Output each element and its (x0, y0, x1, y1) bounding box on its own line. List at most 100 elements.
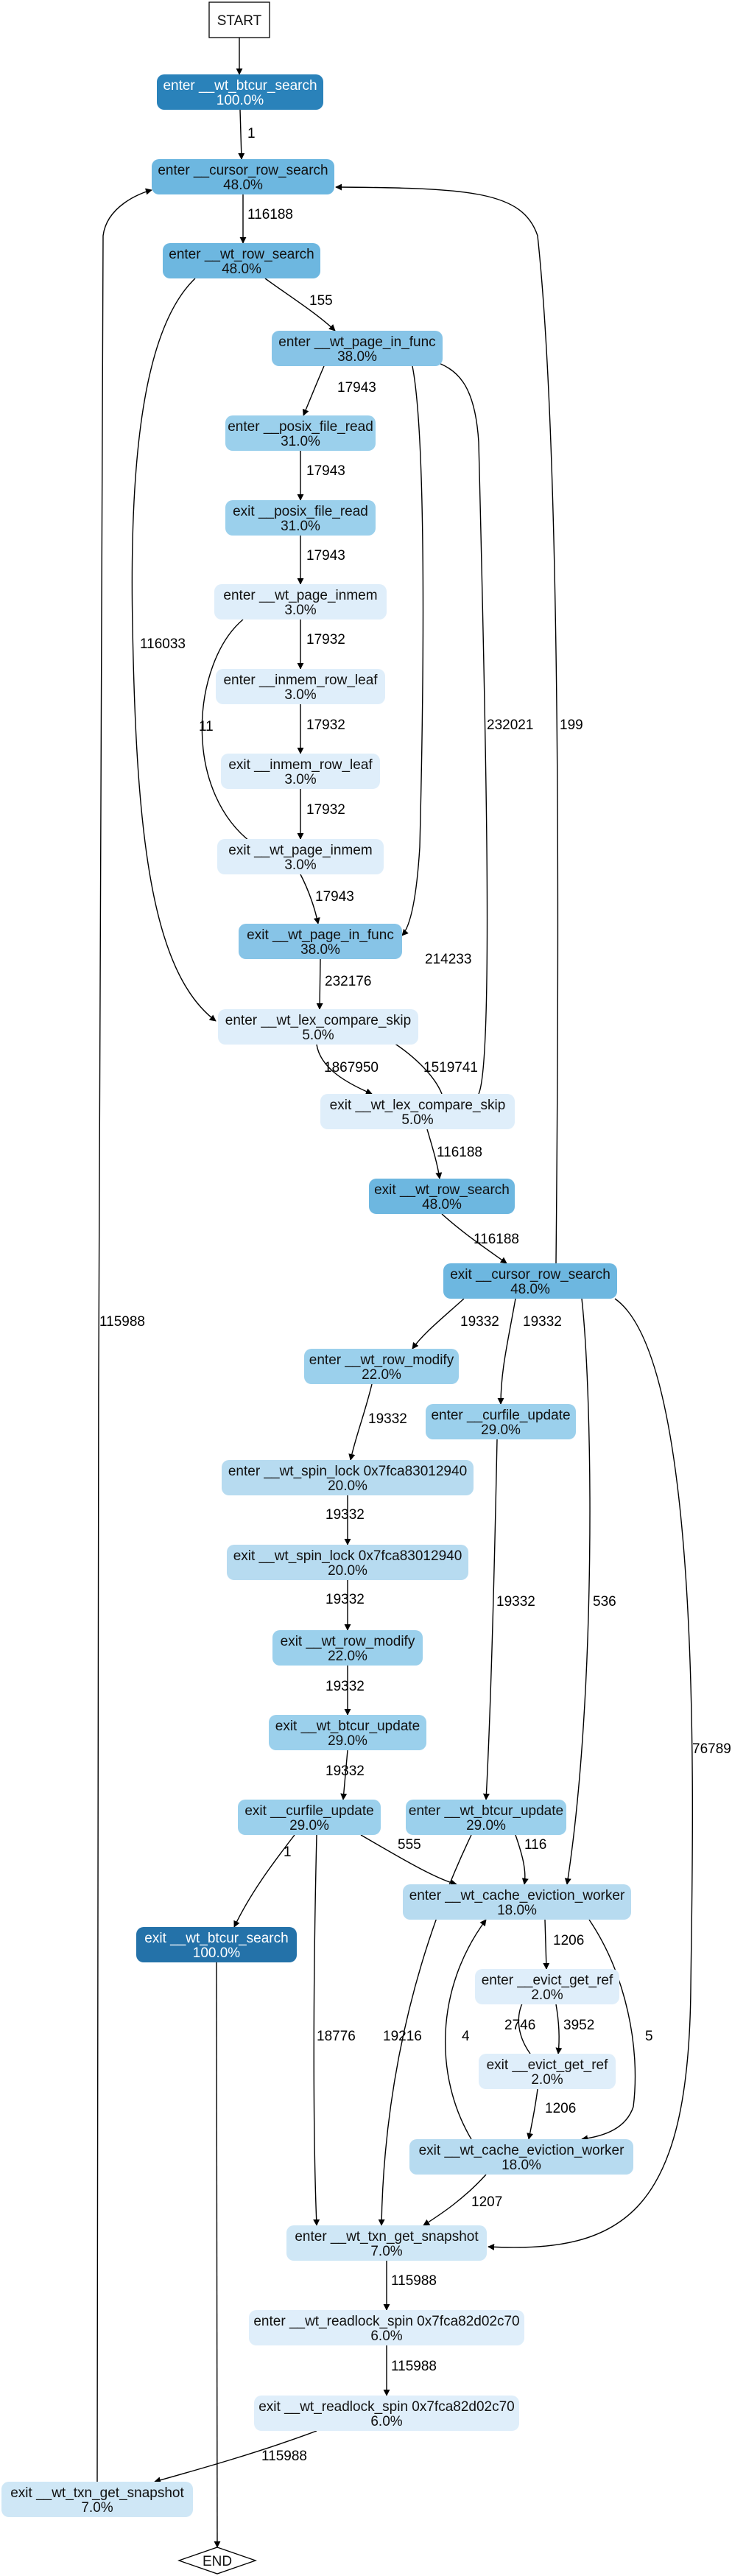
graph-node-end: END (177, 2547, 257, 2575)
node-percentage: 3.0% (284, 772, 316, 787)
edge-count-label: 19332 (460, 1314, 499, 1330)
edge-n4-to-n5 (302, 365, 325, 416)
edge-n14-to-n15 (441, 1213, 507, 1264)
node-box (222, 1460, 474, 1495)
node-box (225, 500, 376, 536)
edge-n23-to-n24 (515, 1834, 529, 1885)
edge-n13-to-n14 (426, 1129, 443, 1179)
node-box (409, 2139, 633, 2175)
node-percentage: 2.0% (531, 1987, 563, 2003)
node-percentage: 20.0% (328, 1563, 367, 1579)
node-box (272, 1630, 423, 1666)
edge-count-label: 199 (560, 717, 583, 733)
edge-n16-to-n18 (348, 1383, 373, 1461)
edge-count-label: 17943 (306, 548, 345, 564)
edge-count-label: 115988 (391, 2273, 437, 2289)
node-percentage: 7.0% (370, 2244, 402, 2259)
graph-node-n30: enter __wt_readlock_spin 0x7fca82d02c706… (249, 2310, 524, 2345)
node-box (249, 2310, 524, 2345)
node-label: exit __wt_txn_get_snapshot (10, 2485, 184, 2501)
node-box (227, 1545, 468, 1580)
edge-count-label: 19332 (523, 1314, 562, 1330)
edge-n15-to-n29 (488, 1298, 694, 2250)
node-label: exit __wt_spin_lock 0x7fca83012940 (233, 1548, 462, 1564)
edge-n22-to-n29 (313, 1834, 320, 2226)
node-box (238, 1800, 381, 1835)
edge-n17-to-n23 (482, 1439, 498, 1800)
edge-count-label: 18776 (317, 2029, 356, 2044)
edge-count-label: 214233 (425, 952, 471, 967)
node-box (217, 839, 384, 874)
node-label: START (217, 13, 262, 29)
edge-n22-to-n25 (233, 1834, 295, 1928)
node-label: enter __wt_page_in_func (278, 334, 435, 350)
node-percentage: 6.0% (370, 2414, 402, 2429)
node-box (225, 415, 376, 451)
edge-n15-to-n16 (412, 1298, 465, 1350)
node-label: exit __evict_get_ref (487, 2057, 608, 2073)
node-box (286, 2225, 487, 2261)
node-label: enter __wt_spin_lock 0x7fca83012940 (228, 1464, 467, 1479)
node-label: enter __evict_get_ref (482, 1973, 613, 1988)
node-box (304, 1349, 459, 1384)
edge-count-label: 17932 (306, 717, 345, 733)
edge-count-label: 5 (645, 2029, 653, 2044)
node-label: exit __wt_row_modify (281, 1634, 415, 1649)
node-box (254, 2396, 519, 2431)
edge-count-label: 232176 (325, 974, 371, 989)
edge-count-label: 19332 (496, 1594, 535, 1610)
node-percentage: 18.0% (502, 2158, 541, 2173)
edge-count-label: 116188 (247, 207, 293, 222)
node-percentage: 31.0% (281, 434, 320, 449)
edge-n15-to-n2 (335, 183, 559, 1264)
node-box (426, 1404, 576, 1439)
edge-count-label: 116 (524, 1837, 546, 1853)
edge-count-label: 19332 (325, 1507, 365, 1523)
node-label: enter __wt_btcur_update (409, 1803, 563, 1819)
node-box (136, 1927, 297, 1962)
node-label: exit __wt_row_search (374, 1182, 510, 1198)
node-label: enter __posix_file_read (228, 419, 373, 435)
edge-count-label: 17943 (306, 463, 345, 479)
edge-count-label: 17932 (306, 802, 345, 818)
edge-n26-to-n27 (555, 2004, 563, 2054)
edge-n27-to-n28 (527, 2088, 538, 2140)
node-box (272, 331, 443, 366)
node-box (369, 1179, 515, 1214)
start-box-shape (208, 1, 270, 38)
node-percentage: 5.0% (302, 1028, 334, 1043)
node-percentage: 22.0% (328, 1649, 367, 1664)
end-diamond-shape (177, 2547, 257, 2575)
edge-count-label: 1206 (545, 2101, 576, 2116)
node-label: exit __wt_page_in_func (247, 927, 394, 943)
node-label: enter __wt_row_modify (309, 1352, 454, 1368)
edge-n31-to-n32 (154, 2430, 317, 2484)
node-box (163, 243, 320, 278)
node-percentage: 3.0% (284, 687, 316, 703)
node-percentage: 7.0% (81, 2500, 113, 2516)
node-label: enter __cursor_row_search (158, 163, 328, 178)
node-percentage: 29.0% (289, 1818, 329, 1833)
node-label: exit __cursor_row_search (450, 1267, 610, 1282)
edge-count-label: 116188 (474, 1232, 519, 1247)
node-percentage: 18.0% (497, 1903, 537, 1918)
node-box (320, 1094, 515, 1129)
edge-count-label: 1 (284, 1845, 292, 1860)
node-percentage: 6.0% (370, 2328, 402, 2344)
node-percentage: 20.0% (328, 1478, 367, 1494)
edge-n3-to-n4 (264, 278, 336, 331)
node-label: END (203, 2554, 232, 2569)
node-box (218, 1009, 418, 1045)
node-label: exit __posix_file_read (233, 504, 368, 519)
